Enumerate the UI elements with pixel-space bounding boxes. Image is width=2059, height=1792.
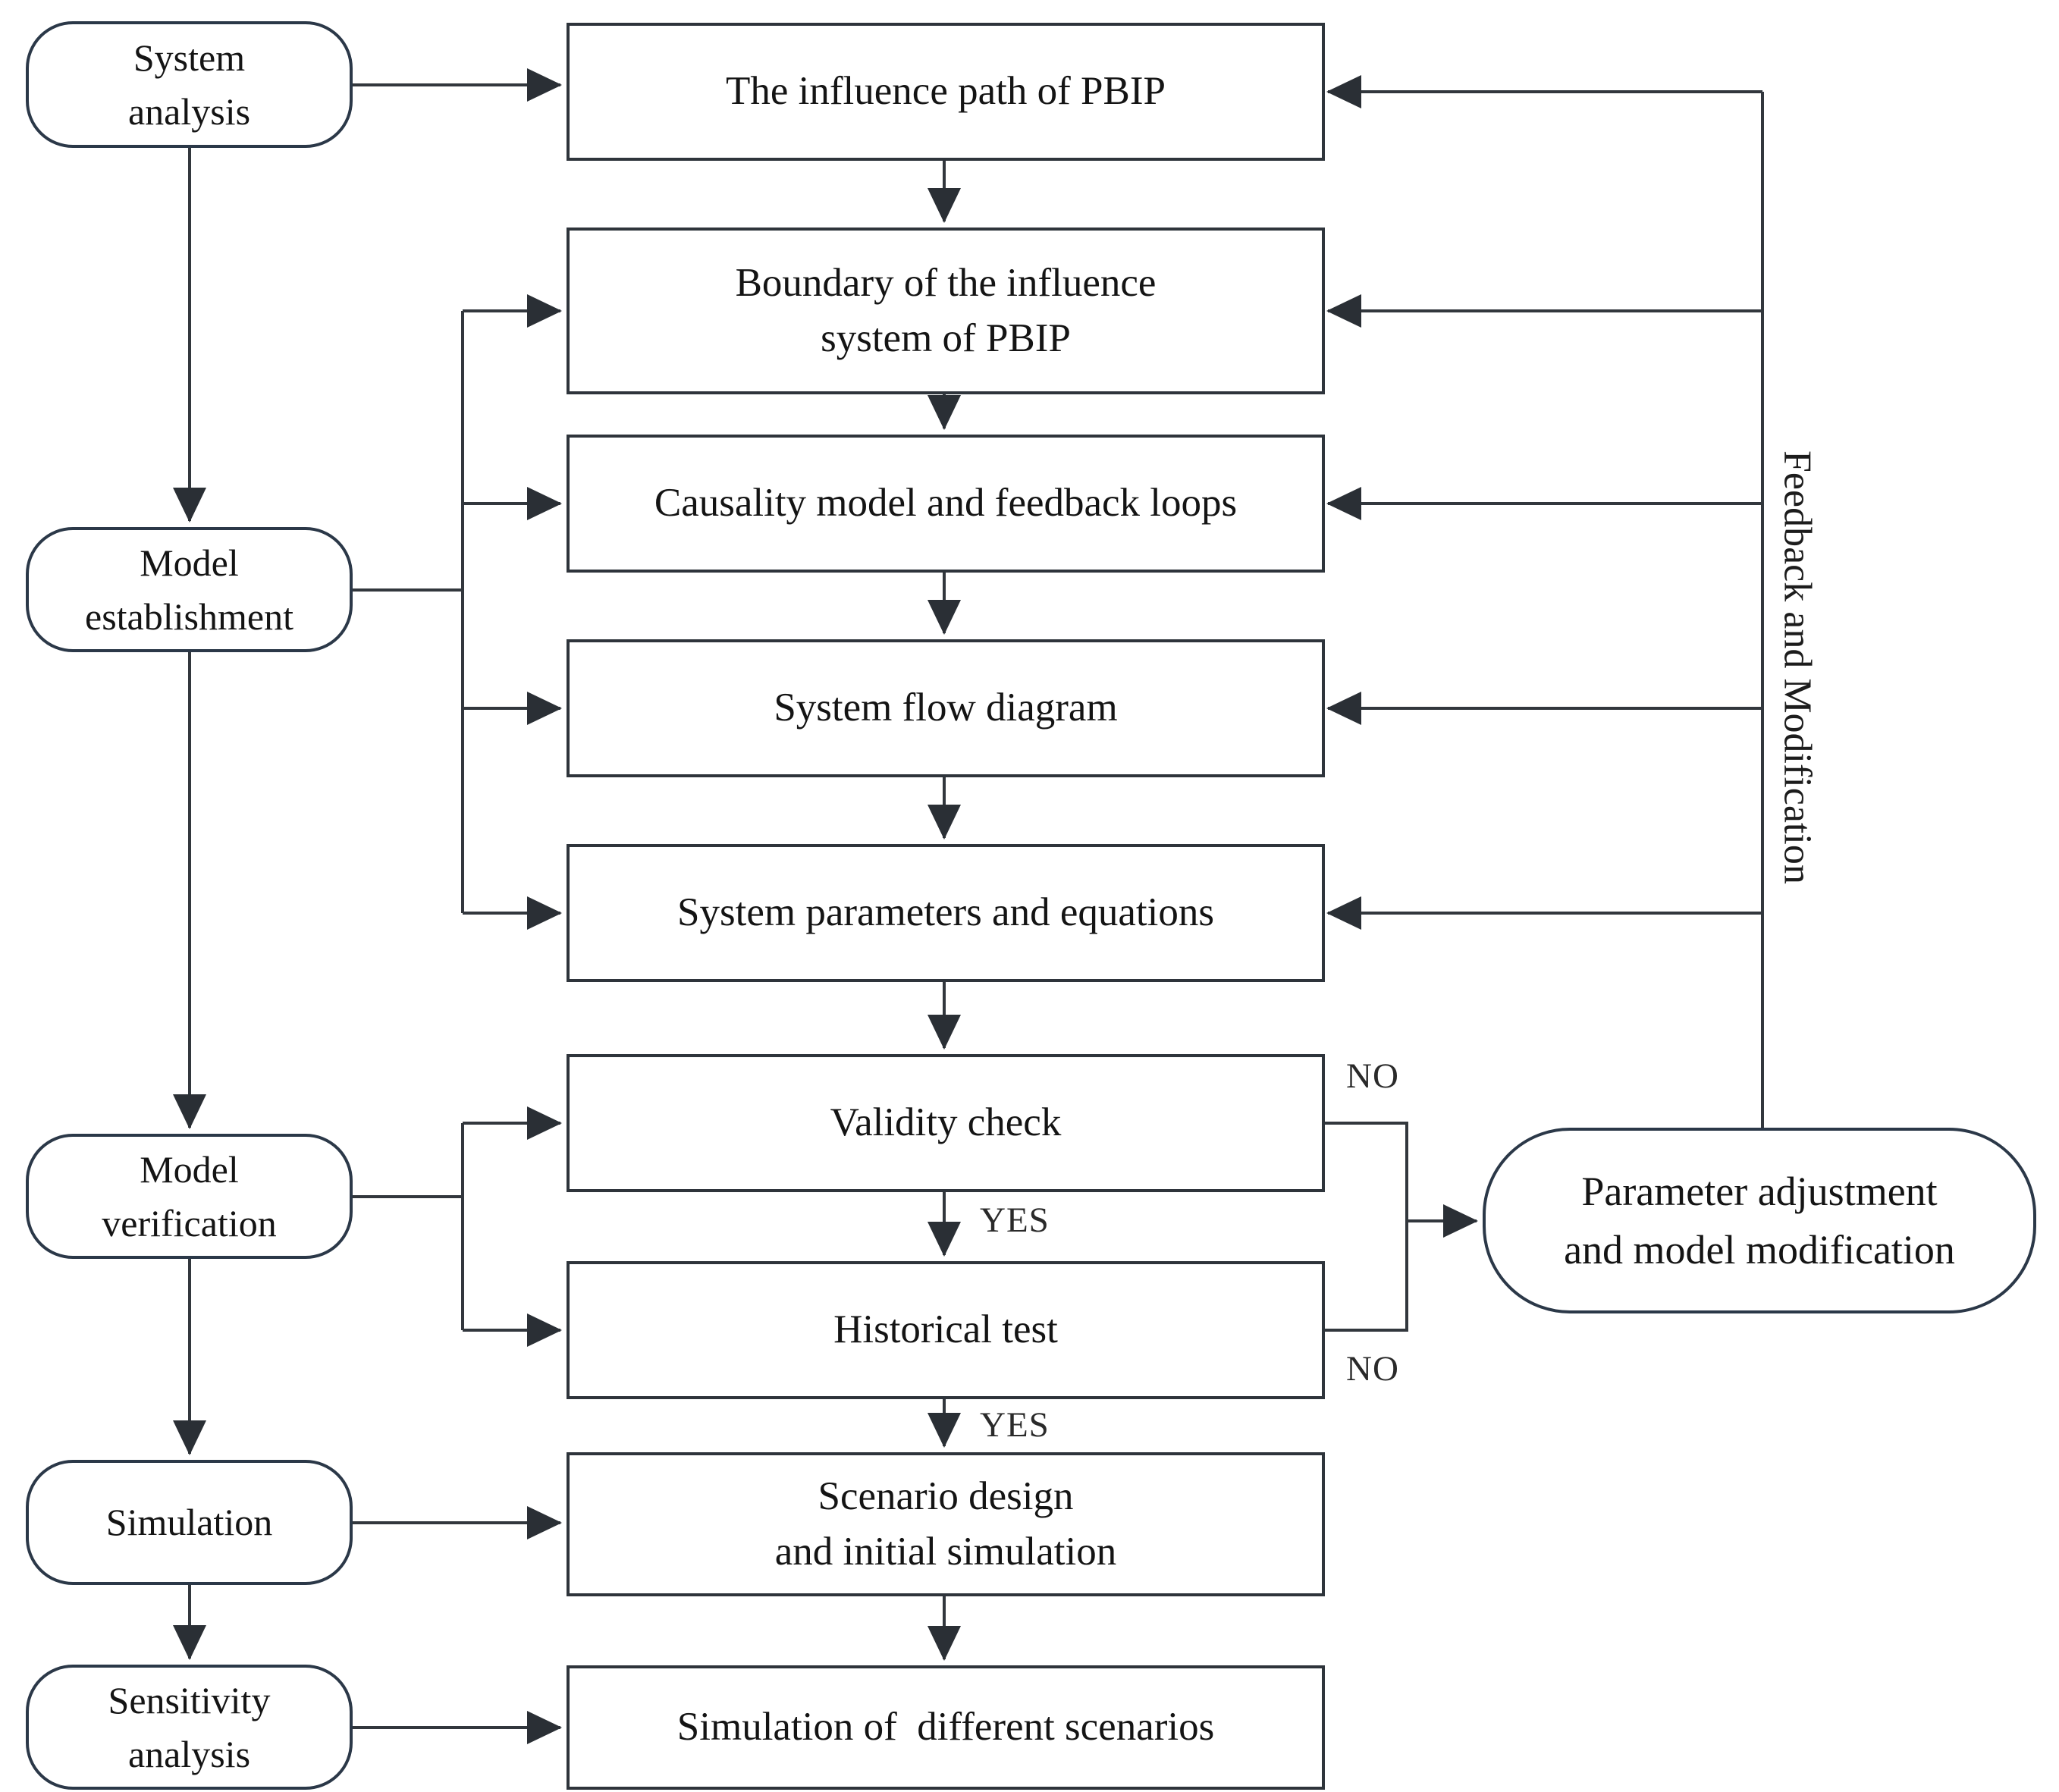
label-validity-yes: YES: [980, 1200, 1050, 1240]
node-parameter-adjustment-label: Parameter adjustment and model modificat…: [1564, 1168, 1955, 1273]
stage-sensitivity-analysis-label: Sensitivity analysis: [108, 1678, 271, 1775]
label-historical-yes: YES: [980, 1405, 1050, 1445]
stage-system-analysis-label: System analysis: [127, 36, 251, 133]
stage-model-establishment-label: Model establishment: [85, 541, 293, 638]
step-historical-test-label: Historical test: [833, 1307, 1058, 1352]
step-historical-test: Historical test: [567, 1261, 1325, 1399]
step-flow-diagram: System flow diagram: [567, 639, 1325, 777]
stage-system-analysis: System analysis: [26, 21, 353, 148]
line-historical-no-path: [1325, 1221, 1408, 1332]
step-flow-diagram-label: System flow diagram: [774, 686, 1118, 730]
step-influence-path: The influence path of PBIP: [567, 23, 1325, 161]
stage-simulation: Simulation: [26, 1460, 353, 1585]
step-parameters: System parameters and equations: [567, 844, 1325, 982]
stage-model-verification: Model verification: [26, 1134, 353, 1259]
label-historical-no: NO: [1346, 1349, 1399, 1389]
step-scenario-design: Scenario design and initial simulation: [567, 1452, 1325, 1596]
step-causality-label: Causality model and feedback loops: [654, 481, 1238, 526]
label-feedback-and-modification: Feedback and Modification: [1775, 450, 1819, 884]
step-validity-check-label: Validity check: [830, 1100, 1062, 1145]
stage-sensitivity-analysis: Sensitivity analysis: [26, 1665, 353, 1790]
node-parameter-adjustment: Parameter adjustment and model modificat…: [1483, 1128, 2036, 1313]
label-validity-no: NO: [1346, 1056, 1399, 1096]
step-influence-path-label: The influence path of PBIP: [726, 69, 1166, 114]
step-boundary: Boundary of the influence system of PBIP: [567, 228, 1325, 394]
step-causality: Causality model and feedback loops: [567, 435, 1325, 573]
stage-simulation-label: Simulation: [105, 1501, 273, 1543]
step-boundary-label: Boundary of the influence system of PBIP: [735, 260, 1157, 360]
stage-model-verification-label: Model verification: [102, 1147, 277, 1244]
line-validity-no-path: [1325, 1122, 1408, 1221]
step-parameters-label: System parameters and equations: [677, 890, 1214, 935]
step-different-scenarios: Simulation of different scenarios: [567, 1665, 1325, 1790]
step-different-scenarios-label: Simulation of different scenarios: [676, 1705, 1215, 1750]
step-scenario-design-label: Scenario design and initial simulation: [774, 1473, 1117, 1574]
stage-model-establishment: Model establishment: [26, 527, 353, 652]
step-validity-check: Validity check: [567, 1054, 1325, 1192]
